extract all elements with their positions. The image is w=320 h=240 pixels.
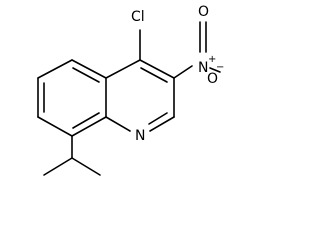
nitro-plus-charge: + xyxy=(208,54,216,65)
bond-c4a-c5 xyxy=(37,59,73,79)
pyridine-ring xyxy=(105,59,175,132)
substituent-bonds xyxy=(43,21,221,176)
double-bond-c4-c3 xyxy=(140,67,168,83)
bond-c4-c3 xyxy=(139,59,175,79)
chlorine-atom-label: Cl xyxy=(131,9,145,25)
nitro-nitrogen-label: N xyxy=(198,60,208,76)
bond-n1-c8a xyxy=(105,116,131,132)
bond-ch-methyl-right xyxy=(71,157,101,176)
quinoline-structure-diagram: Cl N + O O − N xyxy=(37,4,224,176)
ring-nitrogen-label: N xyxy=(135,128,145,144)
nitro-oxygen-double-label: O xyxy=(198,4,209,20)
bond-c7-c8 xyxy=(71,116,107,137)
bond-ch-methyl-left xyxy=(43,157,73,176)
bond-c8a-c4a xyxy=(71,59,107,79)
double-bond-c8a-c4a xyxy=(72,67,100,83)
nitro-minus-charge: − xyxy=(216,62,224,73)
double-bond-c2-n1 xyxy=(148,112,168,125)
double-bond-c7-c8 xyxy=(72,112,100,129)
bond-nitro-n-o-single xyxy=(209,67,221,73)
benzo-ring xyxy=(37,59,107,137)
nitro-oxygen-single-label: O xyxy=(207,71,218,87)
bond-c4a-c4 xyxy=(105,59,141,79)
bond-c3-n-nitro xyxy=(173,65,193,79)
bond-c2-n1 xyxy=(149,116,175,132)
bond-c6-c7 xyxy=(37,116,73,137)
